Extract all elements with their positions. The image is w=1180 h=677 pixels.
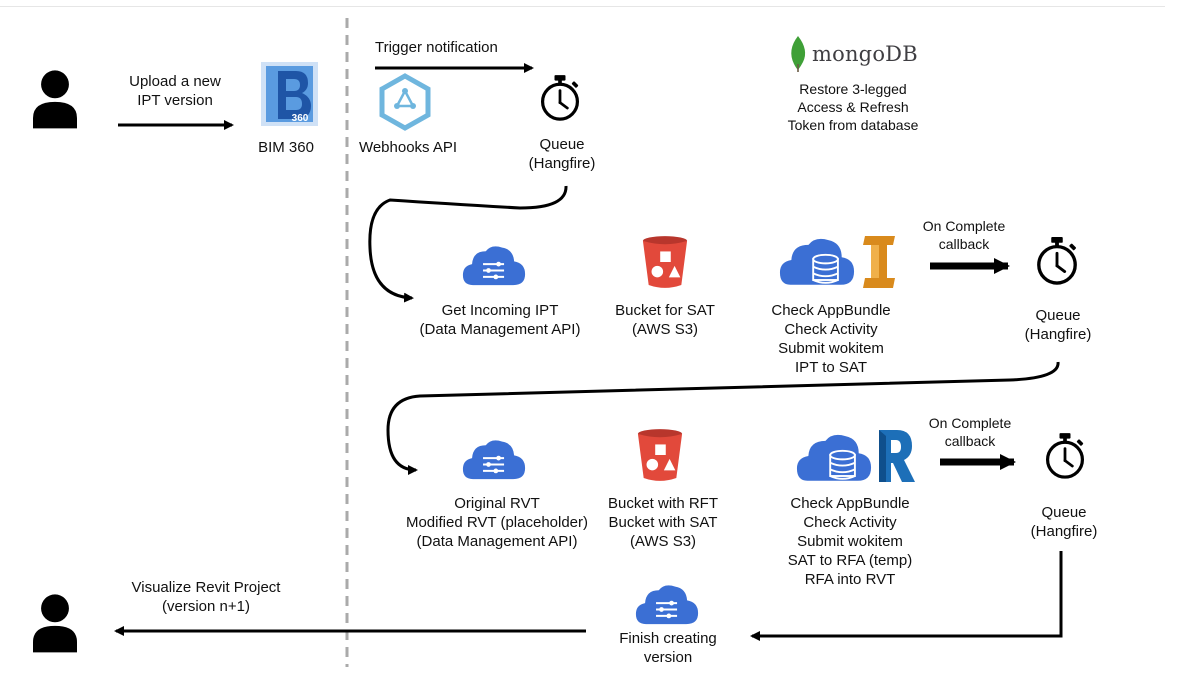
stopwatch-icon-queue3 (1045, 432, 1086, 479)
cloud-settings-icon-finish (635, 584, 699, 626)
check2-label: Check AppBundle Check Activity Submit wo… (787, 495, 913, 588)
check1-label: Check AppBundle Check Activity Submit wo… (771, 302, 891, 376)
webhooks-hexagon-icon (379, 73, 431, 131)
bim360-label: BIM 360 (258, 139, 314, 156)
rvt-label: Original RVT Modified RVT (placeholder) … (405, 495, 589, 550)
mongo-description: Restore 3-legged Access & Refresh Token … (787, 81, 919, 133)
oncomplete2-label: On Complete callback (928, 415, 1012, 449)
bim360-logo-icon: 360 (261, 62, 318, 126)
cloud-database-icon-2 (796, 433, 872, 482)
user-icon-visualize (33, 594, 77, 653)
cloud-settings-icon-ipt (462, 245, 526, 287)
finish-label: Finish creating version (619, 630, 717, 666)
visualize-label: Visualize Revit Project (version n+1) (131, 579, 281, 615)
mongodb-leaf-icon (791, 36, 806, 72)
arrow-queue2-to-rvt (386, 361, 1060, 475)
queue2-label: Queue (Hangfire) (1024, 307, 1092, 343)
arrow-queue1-to-ipt (368, 185, 568, 303)
stopwatch-icon-queue2 (1037, 236, 1079, 285)
arrow-queue3-to-finish (750, 551, 1063, 641)
revit-logo-icon (879, 430, 915, 482)
stopwatch-icon-queue1 (540, 74, 581, 121)
bucket-rft-label: Bucket with RFT Bucket with SAT (AWS S3) (607, 495, 719, 550)
oncomplete1-label: On Complete callback (922, 218, 1006, 252)
upload-label: Upload a new IPT version (129, 73, 221, 109)
bucket-sat-label: Bucket for SAT (AWS S3) (615, 302, 715, 338)
cloud-database-icon-1 (779, 237, 855, 286)
bim360-logo-number: 360 (292, 113, 309, 124)
queue1-label: Queue (Hangfire) (528, 136, 596, 172)
trigger-label: Trigger notification (375, 39, 498, 56)
queue3-label: Queue (Hangfire) (1030, 504, 1098, 540)
webhooks-label: Webhooks API (358, 139, 458, 156)
s3-bucket-icon-sat (642, 236, 688, 288)
get-ipt-label: Get Incoming IPT (Data Management API) (419, 302, 581, 338)
s3-bucket-icon-rft (637, 429, 683, 481)
inventor-logo-icon (863, 236, 895, 288)
top-border-line (0, 6, 1165, 7)
cloud-settings-icon-rvt (462, 439, 526, 481)
user-icon-upload (33, 70, 77, 129)
mongodb-wordmark: mongoDB (812, 42, 918, 66)
